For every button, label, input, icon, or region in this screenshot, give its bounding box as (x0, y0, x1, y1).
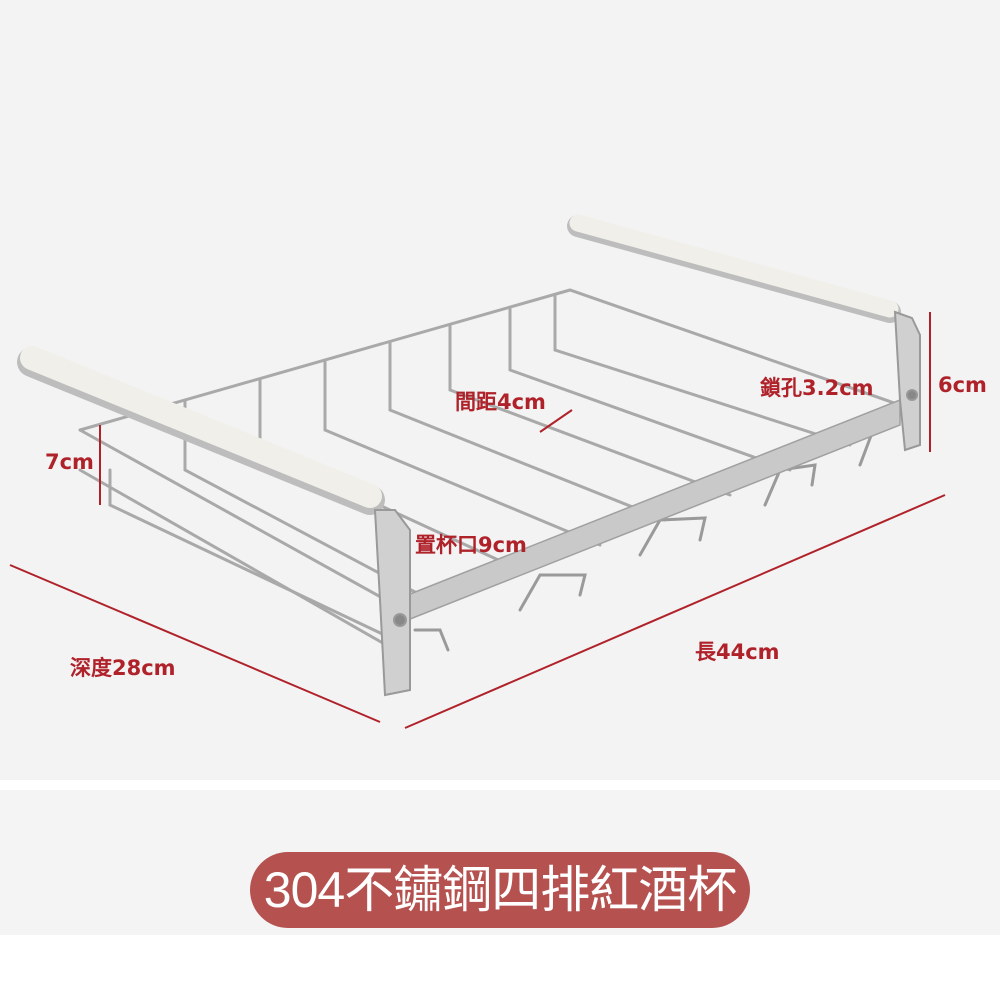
lock-hole-label: 鎖孔3.2cm (760, 376, 874, 400)
length-label: 長44cm (695, 640, 780, 664)
wine-glass-rack-illustration (9, 214, 946, 729)
product-photo (0, 0, 1000, 780)
product-title-banner: 304不鏽鋼四排紅酒杯架 (250, 852, 750, 994)
left-handle-bar (17, 346, 385, 515)
dimension-lines (9, 312, 946, 729)
depth-line (9, 564, 381, 723)
bracket-height-label: 6cm (938, 373, 987, 397)
depth-label: 深度28cm (70, 656, 176, 680)
right-bracket (893, 310, 921, 452)
spacing-label: 間距4cm (455, 390, 546, 414)
spacing-line (539, 409, 573, 433)
cup-opening-label: 置杯口9cm (415, 533, 527, 557)
length-line (404, 494, 946, 729)
front-plate (394, 398, 901, 627)
left-bracket (373, 509, 411, 697)
right-handle-bar (567, 214, 901, 323)
side-height-label: 7cm (45, 450, 94, 474)
